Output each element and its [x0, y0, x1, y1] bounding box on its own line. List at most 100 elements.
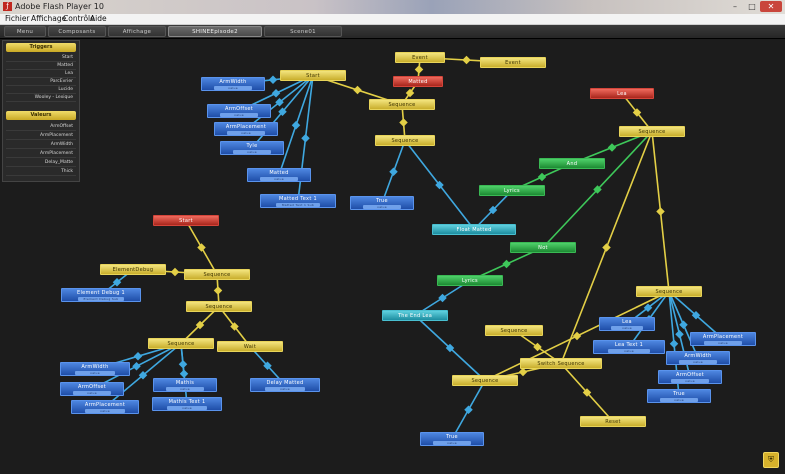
node-the-end-lea[interactable]: The End Lea [382, 310, 448, 321]
node-start[interactable]: Start [280, 70, 346, 81]
node-value-field[interactable]: value [433, 441, 471, 445]
node-sequence[interactable]: Sequence [619, 126, 685, 137]
menu-affichage[interactable]: Affichage [31, 14, 67, 23]
node-value-field[interactable]: value [703, 341, 743, 345]
node-value-field[interactable]: Element Debug Sub [77, 297, 125, 301]
connector-handle[interactable] [230, 322, 239, 331]
connector-handle[interactable] [405, 88, 415, 98]
connector-handle[interactable] [669, 339, 679, 348]
sidebar-item-trigger[interactable]: Matted [6, 62, 76, 70]
connector-handle[interactable] [291, 121, 301, 130]
connector-handle[interactable] [133, 352, 143, 361]
node-value-field[interactable]: value [214, 86, 252, 90]
minimize-button[interactable]: – [733, 2, 737, 11]
node-sequence[interactable]: Sequence [148, 338, 214, 349]
connector-handle[interactable] [582, 388, 592, 397]
connector-handle[interactable] [643, 303, 653, 312]
maximize-button[interactable]: □ [748, 2, 756, 11]
node-reset[interactable]: Reset [580, 416, 646, 427]
node-value-field[interactable]: value [610, 326, 644, 330]
tab-menu[interactable]: Menu [4, 26, 46, 37]
connector-handle[interactable] [488, 205, 498, 215]
connector-handle[interactable] [138, 371, 148, 380]
connector-handle[interactable] [263, 361, 272, 370]
connector-handle[interactable] [275, 98, 284, 107]
sidebar-item-value[interactable]: ArmWidth [6, 141, 76, 149]
connector-handle[interactable] [179, 369, 189, 378]
sidebar-item-value[interactable]: ArmPlacement [6, 150, 76, 158]
connector-handle[interactable] [170, 267, 180, 277]
node-sequence[interactable]: Sequence [375, 135, 435, 146]
node-value-field[interactable]: value [220, 113, 258, 117]
tab-scene01[interactable]: Scene01 [264, 26, 342, 37]
values-header[interactable]: Valeurs [6, 111, 76, 120]
triggers-header[interactable]: Triggers [6, 43, 76, 52]
connector-handle[interactable] [462, 55, 471, 65]
connector-handle[interactable] [464, 405, 473, 414]
node-value-field[interactable]: value [671, 379, 709, 383]
node-lyrics[interactable]: Lyrics [479, 185, 545, 196]
node-value-field[interactable]: value [608, 349, 650, 353]
node-event[interactable]: Event [480, 57, 546, 68]
connector-handle[interactable] [445, 343, 455, 353]
connector-handle[interactable] [438, 293, 447, 303]
menu-aide[interactable]: Aide [90, 14, 107, 23]
node-element-debug[interactable]: ElementDebug [100, 264, 166, 275]
sidebar-item-value[interactable]: ArmPlacement [6, 132, 76, 140]
connector-handle[interactable] [195, 320, 205, 330]
tab-shineepisode2[interactable]: SHINEEpisode2 [168, 26, 262, 37]
sidebar-item-trigger[interactable]: Wooley - Lexique [6, 94, 76, 102]
node-value-field[interactable]: value [166, 387, 204, 391]
connector-handle[interactable] [301, 134, 310, 143]
node-sequence[interactable]: Sequence [636, 286, 702, 297]
tab-affichage[interactable]: Affichage [108, 26, 166, 37]
shield-icon[interactable]: ⛨ [763, 452, 779, 468]
node-value-field[interactable]: value [85, 409, 125, 413]
sidebar-item-value[interactable]: Thick [6, 168, 76, 176]
connector-handle[interactable] [112, 278, 122, 287]
node-lyrics[interactable]: Lyrics [437, 275, 503, 286]
connector-handle[interactable] [213, 286, 223, 295]
node-value-field[interactable]: value [74, 371, 116, 375]
node-value-field[interactable]: value [73, 391, 111, 395]
node-value-field[interactable]: value [227, 131, 265, 135]
node-value-field[interactable]: value [679, 360, 717, 364]
connector-handle[interactable] [132, 362, 141, 371]
sidebar-item-trigger[interactable]: Lucide [6, 86, 76, 94]
connector-handle[interactable] [502, 259, 511, 269]
node-switch-sequence[interactable]: Switch Sequence [520, 358, 602, 369]
node-float-matted[interactable]: Float Matted [432, 224, 516, 235]
node-value-field[interactable]: value [264, 387, 306, 391]
node-value-field[interactable]: value [166, 406, 208, 410]
node-not[interactable]: Not [510, 242, 576, 253]
menu-controle[interactable]: Contrôle [63, 14, 95, 23]
connector-handle[interactable] [572, 331, 582, 341]
node-event[interactable]: Event [395, 52, 445, 63]
node-sequence[interactable]: Sequence [369, 99, 435, 110]
connector-handle[interactable] [518, 367, 528, 377]
sidebar-item-value[interactable]: ArmOffset [6, 123, 76, 131]
title-bar[interactable]: ƒ Adobe Flash Player 10 – □ ✕ [0, 0, 785, 14]
tab-composants[interactable]: Composants [48, 26, 106, 37]
connector-handle[interactable] [399, 118, 408, 127]
connector-handle[interactable] [533, 342, 542, 352]
sidebar-item-trigger[interactable]: Lea [6, 70, 76, 78]
sidebar-item-trigger[interactable]: ParcEvrier [6, 78, 76, 86]
connector-handle[interactable] [414, 65, 424, 74]
node-wait[interactable]: Wait [217, 341, 283, 352]
node-value-field[interactable]: value [233, 150, 271, 154]
node-value-field[interactable]: Matted Text 1 Sub [275, 203, 321, 207]
